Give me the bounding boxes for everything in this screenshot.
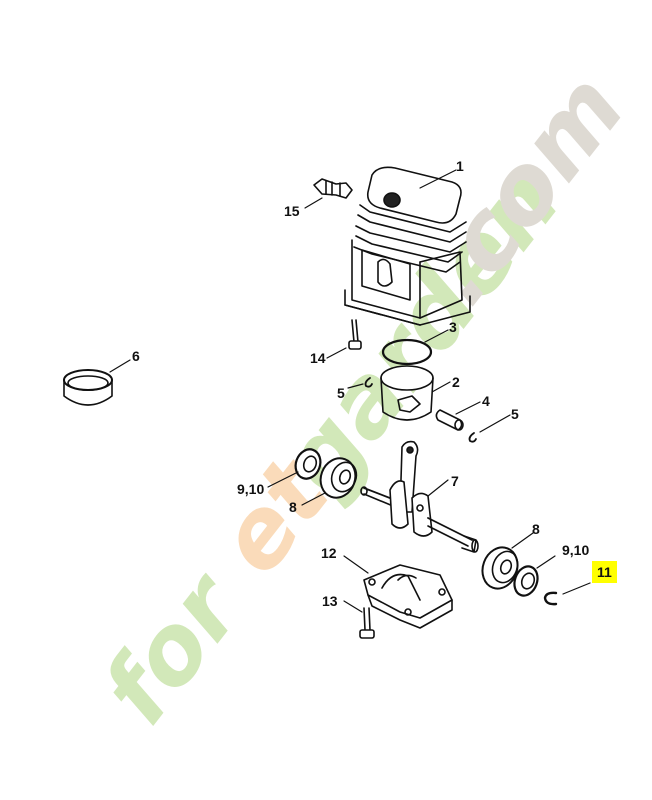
label-part-5-left[interactable]: 5 [337, 385, 345, 401]
cylinder-part[interactable] [344, 166, 471, 326]
spark-plug-part[interactable] [313, 178, 353, 199]
label-part-14[interactable]: 14 [310, 350, 326, 366]
bearing-right-part[interactable] [477, 542, 523, 593]
label-part-8-right[interactable]: 8 [532, 521, 540, 537]
crankcase-part[interactable] [363, 564, 453, 629]
ring-6-part[interactable] [63, 369, 113, 406]
bearing-left-part[interactable] [315, 453, 361, 502]
label-part-11-highlighted[interactable]: 11 [592, 561, 617, 583]
oil-seal-right-part[interactable] [511, 563, 542, 599]
label-part-1[interactable]: 1 [456, 158, 464, 174]
piston-part[interactable] [380, 365, 434, 421]
oil-seal-left-part[interactable] [292, 446, 325, 482]
piston-pin-part[interactable] [435, 409, 464, 431]
label-part-8-left[interactable]: 8 [289, 499, 297, 515]
label-part-5-right[interactable]: 5 [511, 406, 519, 422]
label-part-4[interactable]: 4 [482, 393, 490, 409]
label-part-3[interactable]: 3 [449, 319, 457, 335]
circlip-5b-part[interactable] [468, 432, 477, 443]
crankshaft-part[interactable] [360, 440, 479, 553]
label-part-9-10-left[interactable]: 9,10 [237, 481, 265, 497]
circlip-11-part[interactable] [543, 591, 558, 606]
label-part-12[interactable]: 12 [321, 545, 337, 561]
leader-lines [109, 169, 591, 613]
circlip-5a-part[interactable] [364, 377, 373, 388]
label-part-7[interactable]: 7 [451, 473, 459, 489]
label-part-15[interactable]: 15 [284, 203, 300, 219]
label-part-6[interactable]: 6 [132, 348, 140, 364]
screw-13-part[interactable] [359, 607, 375, 639]
piston-ring-part[interactable] [381, 338, 433, 366]
label-part-2[interactable]: 2 [452, 374, 460, 390]
screw-14-part[interactable] [348, 319, 362, 350]
label-part-13[interactable]: 13 [322, 593, 338, 609]
label-part-9-10-right[interactable]: 9,10 [562, 542, 590, 558]
